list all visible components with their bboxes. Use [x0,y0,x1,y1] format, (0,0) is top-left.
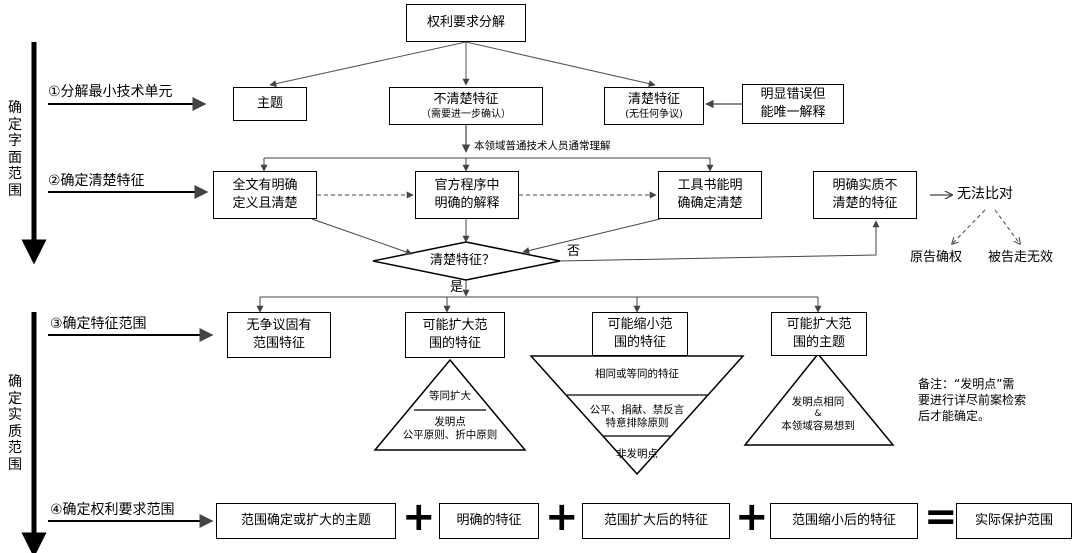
narrowable-feature-line1: 可能缩小范 [607,317,673,333]
claim-decomposition-box: 权利要求分解 [406,4,526,42]
shrink-triangle [529,355,745,476]
fixed-scope-feature-line1: 无争议固有 [246,318,312,334]
clear-feature-result-box: 明确的特征 [439,503,539,539]
fixed-scope-feature-box: 无争议固有 范围特征 [227,312,331,358]
subject-criteria-text: 发明点相同 & 本领域容易想到 [763,396,873,434]
expandable-feature-line1: 可能扩大范 [422,318,488,334]
expandable-subject-box: 可能扩大范 围的主题 [771,312,867,356]
expand-triangle [373,358,527,451]
invention-point-note: 备注：“发明点”需 要进行详尽前案检索 后才能确定。 [918,376,1058,425]
subject-criteria-line1: 发明点相同 [791,396,845,408]
narrowable-feature-line2: 围的特征 [613,335,666,350]
determined-subject-box: 范围确定或扩大的主题 [216,503,396,539]
expanded-feature-text: 范围扩大后的特征 [603,513,708,529]
official-procedure-line2: 明确的解释 [434,196,500,211]
subject-triangle [743,352,895,446]
clear-feature-subtext: (无任何争议) [625,108,683,120]
expand-invention-point-text: 发明点 公平原则、折中原则 [385,416,515,442]
subject-text: 主题 [256,96,283,112]
plaintiff-confirm-text: 原告确权 [910,250,963,265]
subject-criteria-amp: & [814,409,822,420]
same-equivalent-feature-text: 相同或等同的特征 [595,368,679,380]
official-procedure-line1: 官方程序中 [434,178,500,194]
clear-feature-result-text: 明确的特征 [456,513,522,529]
decision-yes-label: 是 [450,280,464,295]
plus-sign-2: + [545,494,579,540]
estoppel-principles-text: 公平、捐献、禁反言 特意排除原则 [570,404,704,430]
skilled-person-understanding: 本领域普通技术人员通常理解 [474,140,611,152]
step3-label: ③确定特征范围 [50,316,147,332]
note-line2: 要进行详尽前案检索 [918,393,1027,408]
plus-sign-1: + [402,494,436,540]
reference-book-line1: 工具书能明 [677,178,743,194]
obvious-error-line1: 明显错误但 [760,87,826,103]
expandable-subject-line2: 围的主题 [792,335,845,350]
unclear-feature-box: 不清楚特征 （需要进一步确认） [389,87,543,125]
estoppel-principles-line1: 公平、捐献、禁反言 [589,404,685,416]
actual-protection-scope-box: 实际保护范围 [956,503,1072,539]
literal-scope-label: 确定字面范围 [8,100,22,199]
narrowed-feature-text: 范围缩小后的特征 [791,513,896,529]
obvious-error-box: 明显错误但 能唯一解释 [742,84,844,124]
decision-no-label: 否 [567,244,581,259]
narrowable-feature-box: 可能缩小范 围的特征 [592,312,688,356]
official-procedure-box: 官方程序中 明确的解释 [415,171,519,219]
subject-criteria-line2: 本领域容易想到 [781,420,855,433]
substantive-scope-label: 确定实质范围 [8,374,22,473]
actual-protection-scope-text: 实际保护范围 [974,513,1053,529]
note-line1: 备注：“发明点”需 [918,377,1015,391]
expand-invention-point-line1: 发明点 [434,416,466,428]
determined-subject-text: 范围确定或扩大的主题 [240,513,371,529]
full-text-definition-line2: 定义且清楚 [232,196,298,211]
subject-box: 主题 [233,87,307,121]
step1-label: ①分解最小技术单元 [48,84,173,100]
equivalent-expansion-text: 等同扩大 [429,390,471,402]
step4-label: ④确定权利要求范围 [50,502,175,518]
clear-feature-box: 清楚特征 (无任何争议) [604,87,704,125]
step2-label: ②确定清楚特征 [48,173,145,189]
expanded-feature-box: 范围扩大后的特征 [582,503,730,539]
defendant-invalidation-text: 被告走无效 [988,250,1054,265]
plus-sign-3: + [735,494,769,540]
non-invention-point-text: 非发明点 [616,448,658,460]
expandable-subject-line1: 可能扩大范 [786,317,852,333]
claim-decomposition-text: 权利要求分解 [426,15,505,31]
narrowed-feature-box: 范围缩小后的特征 [770,503,918,539]
expand-invention-point-line2: 公平原则、折中原则 [402,429,498,442]
expandable-feature-line2: 围的特征 [428,336,481,351]
substantively-unclear-line1: 明确实质不 [832,178,898,194]
expandable-feature-box: 可能扩大范 围的特征 [405,312,505,358]
obvious-error-line2: 能唯一解释 [760,105,826,120]
estoppel-principles-line2: 特意排除原则 [605,417,669,430]
equals-sign: = [924,494,958,540]
full-text-definition-line1: 全文有明确 [232,178,298,194]
fixed-scope-feature-line2: 范围特征 [252,336,305,351]
clear-feature-text: 清楚特征 [627,92,680,108]
note-line3: 后才能确定。 [918,409,991,424]
reference-book-line2: 确确定清楚 [677,196,743,211]
decision-question: 清楚特征？ [430,253,496,268]
full-text-definition-box: 全文有明确 定义且清楚 [213,171,317,219]
unclear-feature-subtext: （需要进一步确认） [421,108,511,120]
cannot-compare-text: 无法比对 [957,186,1013,202]
substantively-unclear-box: 明确实质不 清楚的特征 [813,171,917,219]
unclear-feature-text: 不清楚特征 [433,92,499,108]
reference-book-box: 工具书能明 确确定清楚 [658,171,762,219]
substantively-unclear-line2: 清楚的特征 [832,196,898,211]
